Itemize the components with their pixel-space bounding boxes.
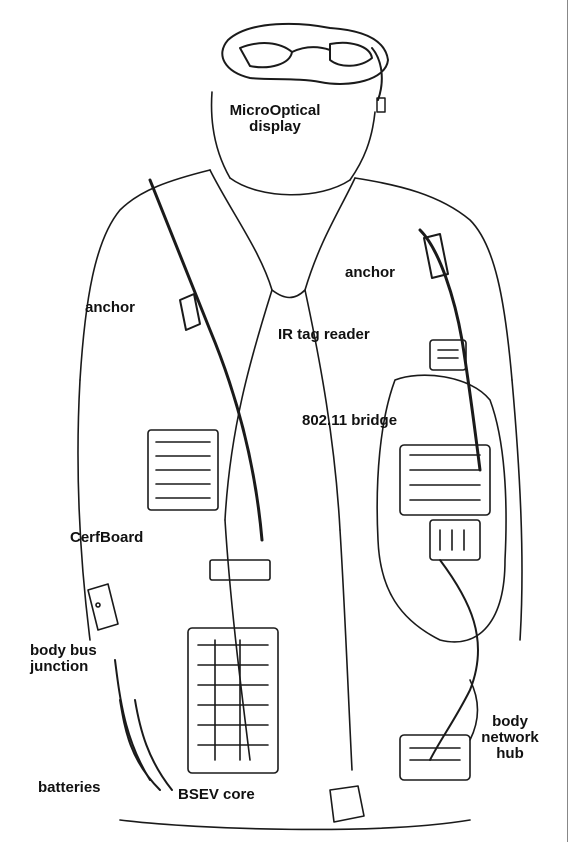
pocket-drawing bbox=[330, 786, 364, 822]
microoptical-display-label: MicroOptical display bbox=[205, 103, 345, 135]
cerfboard-label: CerfBoard bbox=[70, 530, 143, 546]
bsev-core-label: BSEV core bbox=[178, 787, 255, 803]
ir-tag-reader-drawing bbox=[430, 340, 466, 370]
image-frame-edge bbox=[567, 0, 568, 842]
anchor-right-label: anchor bbox=[345, 265, 395, 281]
body-bus-label-line2: junction bbox=[30, 659, 97, 675]
cerfboard-drawing bbox=[148, 430, 270, 580]
anchor-left-label: anchor bbox=[85, 300, 135, 316]
batteries-drawing bbox=[120, 700, 172, 790]
bridge-80211-label: 802.11 bridge bbox=[302, 413, 397, 429]
microoptical-label-line2: display bbox=[205, 119, 345, 135]
bsev-core-drawing bbox=[188, 628, 278, 773]
body-network-label-line1: body bbox=[470, 714, 550, 730]
body-network-label-line2: network bbox=[470, 730, 550, 746]
body-bus-junction-drawing bbox=[88, 584, 118, 630]
anchor-clip-drawing bbox=[180, 234, 448, 330]
microoptical-label-line1: MicroOptical bbox=[205, 103, 345, 119]
body-bus-label-line1: body bus bbox=[30, 643, 97, 659]
head-mounted-display-drawing bbox=[222, 24, 388, 112]
person-outline-drawing bbox=[78, 92, 522, 829]
body-network-label-line3: hub bbox=[470, 746, 550, 762]
body-network-hub-drawing bbox=[400, 680, 478, 780]
body-network-hub-label: body network hub bbox=[470, 714, 550, 762]
ir-tag-reader-label: IR tag reader bbox=[278, 327, 370, 343]
batteries-label: batteries bbox=[38, 780, 101, 796]
body-bus-junction-label: body bus junction bbox=[30, 643, 97, 675]
cable-drawing bbox=[115, 180, 480, 780]
